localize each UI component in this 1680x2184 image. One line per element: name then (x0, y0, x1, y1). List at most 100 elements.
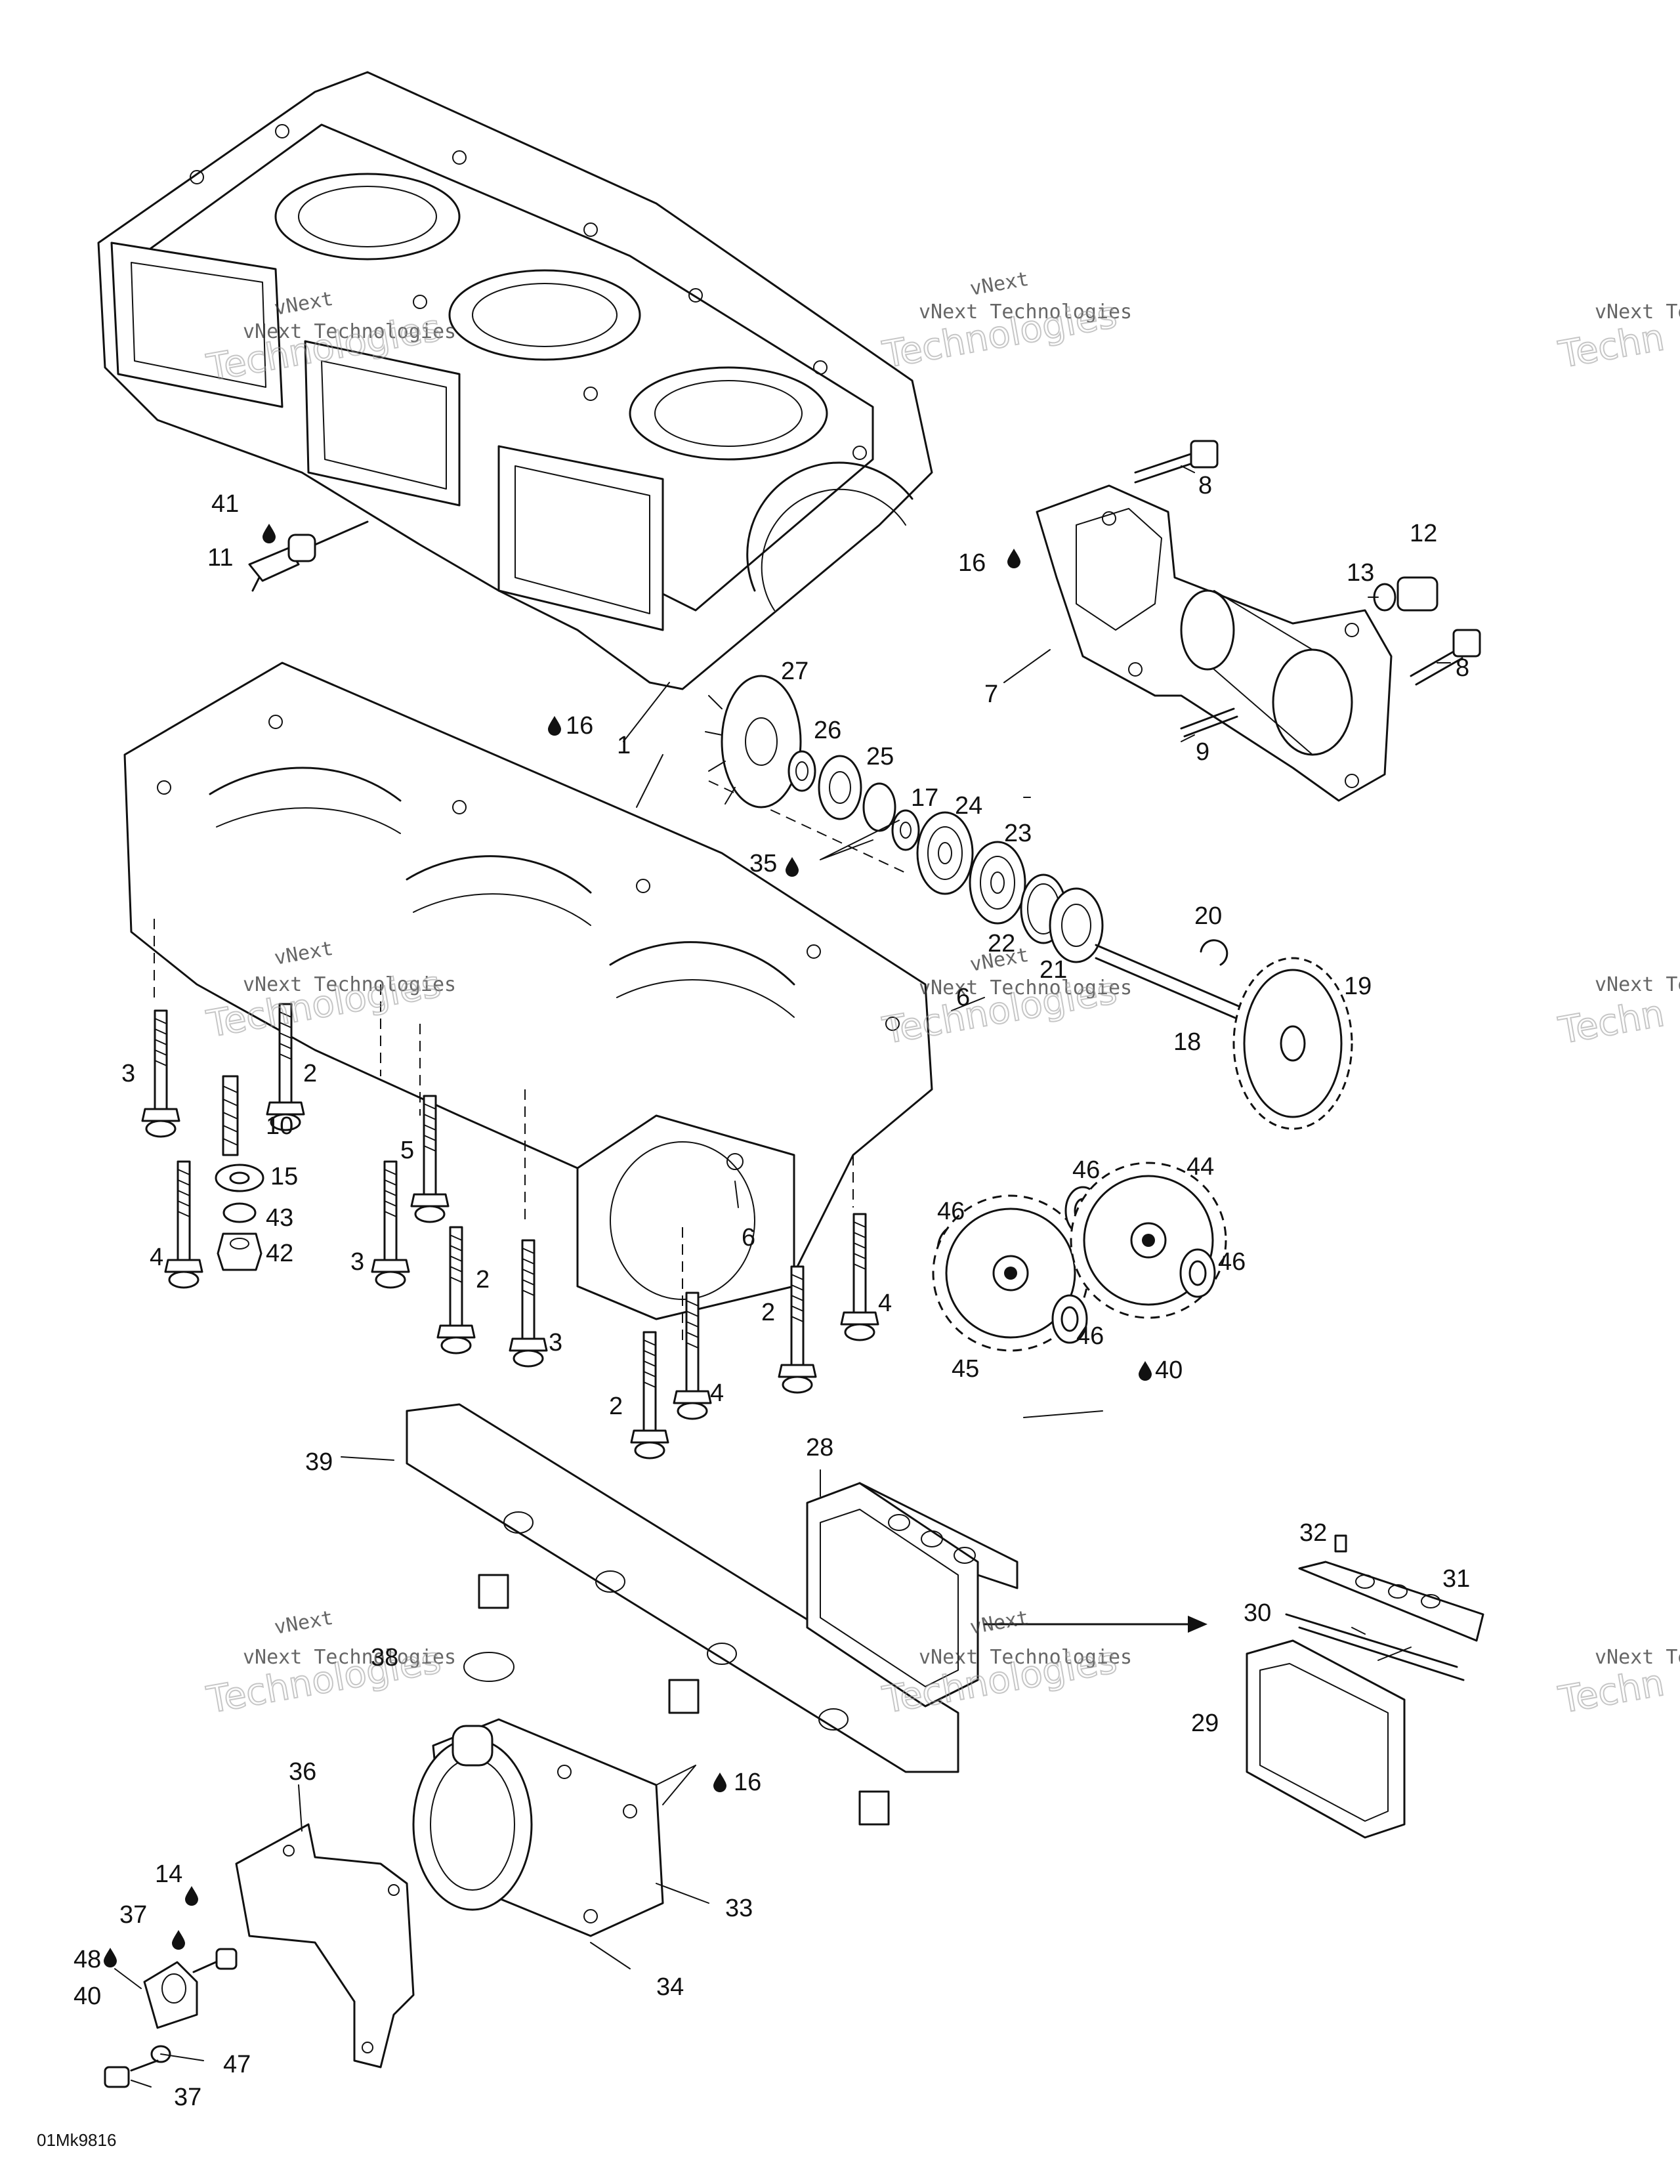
callout-8: 8 (1198, 472, 1212, 499)
callout-20: 20 (1194, 902, 1222, 930)
callout-25: 25 (866, 743, 894, 770)
callout-28: 28 (806, 1434, 833, 1461)
callout-33: 33 (725, 1895, 753, 1922)
arrow-right-icon (983, 1616, 1208, 1633)
oil-drop-icon (185, 1886, 198, 1906)
callout-16: 16 (734, 1769, 761, 1796)
callout-3: 3 (121, 1060, 135, 1087)
intake-manifold (406, 1403, 959, 1826)
callout-40: 40 (1155, 1356, 1183, 1384)
callout-21: 21 (1040, 956, 1067, 984)
svg-text:vNext Technologies: vNext Technologies (919, 301, 1132, 324)
callout-38: 38 (371, 1644, 398, 1671)
callout-46: 46 (1076, 1322, 1104, 1350)
callout-46: 46 (1072, 1156, 1100, 1184)
callout-29: 29 (1191, 1710, 1219, 1737)
callout-4: 4 (710, 1379, 724, 1407)
callout-45: 45 (952, 1355, 979, 1383)
callout-43: 43 (266, 1204, 293, 1232)
svg-text:vNext Technologies: vNext Technologies (919, 976, 1132, 999)
callout-15: 15 (270, 1163, 298, 1190)
oil-drop-icon (1139, 1361, 1152, 1381)
reed-valve-exploded (1246, 1534, 1484, 1839)
svg-text:vNext Technologies: vNext Technologies (243, 1646, 456, 1669)
callout-1: 1 (617, 732, 631, 759)
callout-labels: 1 41 11 8 12 13 16 7 8 9 16 27 26 25 17 … (74, 472, 1470, 2111)
callout-36: 36 (289, 1758, 316, 1786)
callout-6: 6 (742, 1224, 755, 1251)
reed-valve-assembly (806, 1482, 1018, 1708)
callout-11: 11 (207, 544, 233, 572)
callout-26: 26 (814, 717, 841, 744)
callout-27: 27 (781, 658, 808, 685)
svg-text:vNext: vNext (968, 268, 1030, 301)
callout-4: 4 (150, 1244, 163, 1271)
callout-8: 8 (1456, 654, 1469, 682)
upper-crankcase (97, 71, 933, 690)
callout-30: 30 (1244, 1599, 1271, 1627)
callout-9: 9 (1196, 738, 1209, 766)
svg-text:vNext Technologies: vNext Technologies (243, 320, 456, 343)
callout-32: 32 (1299, 1519, 1327, 1547)
callout-13: 13 (1347, 559, 1374, 587)
callout-47: 47 (223, 2051, 251, 2078)
oil-drop-icon (786, 857, 799, 877)
callout-42: 42 (266, 1240, 293, 1267)
callout-39: 39 (305, 1448, 333, 1476)
callout-2: 2 (476, 1266, 490, 1293)
oil-drop-icon (713, 1773, 726, 1792)
oil-drop-icon (172, 1930, 185, 1950)
callout-18: 18 (1173, 1028, 1201, 1056)
callout-16: 16 (566, 712, 593, 740)
svg-text:vNext: vNext (272, 1606, 335, 1639)
oil-fitting (248, 520, 369, 592)
oil-drop-icon (104, 1948, 117, 1967)
oil-drop-icon (548, 716, 561, 736)
mounting-bracket (235, 1823, 415, 2068)
callout-35: 35 (749, 850, 777, 877)
svg-text:vNext Technologies: vNext Technologies (919, 1646, 1132, 1669)
callout-40: 40 (74, 1983, 101, 2010)
callout-12: 12 (1410, 520, 1437, 547)
callout-3: 3 (350, 1248, 364, 1276)
callout-14: 14 (155, 1860, 182, 1888)
svg-text:Techn: Techn (1555, 1662, 1668, 1722)
svg-text:vNext Te: vNext Te (1595, 973, 1680, 996)
callout-2: 2 (303, 1060, 317, 1087)
watermark: vNext vNext Technologies Technologies vN… (203, 268, 1680, 1723)
callout-22: 22 (988, 930, 1015, 957)
callout-48: 48 (74, 1946, 101, 1973)
callout-19: 19 (1344, 973, 1372, 1000)
callout-31: 31 (1442, 1565, 1470, 1593)
callout-2: 2 (761, 1299, 775, 1326)
callout-37: 37 (119, 1901, 147, 1929)
callout-7: 7 (984, 681, 998, 708)
callout-37: 37 (174, 2084, 201, 2111)
callout-4: 4 (878, 1290, 892, 1317)
callout-44: 44 (1186, 1153, 1214, 1181)
crankcase-bolts (141, 1003, 879, 1460)
svg-text:vNext Te: vNext Te (1595, 301, 1680, 324)
callout-46: 46 (937, 1198, 965, 1225)
callout-34: 34 (656, 1973, 684, 2001)
svg-text:vNext Te: vNext Te (1595, 1646, 1680, 1669)
oil-drop-icon (262, 524, 276, 543)
impeller-shaft-assembly (705, 675, 1353, 1130)
callout-41: 41 (211, 490, 239, 518)
callout-23: 23 (1004, 820, 1032, 847)
lower-crankcase (123, 662, 933, 1320)
oil-drop-icon (1007, 549, 1020, 568)
callout-10: 10 (266, 1112, 293, 1140)
callout-3: 3 (549, 1329, 562, 1356)
svg-text:Techn: Techn (1555, 316, 1668, 377)
leader-lines (114, 465, 1451, 2088)
callout-16: 16 (958, 549, 986, 577)
callout-6: 6 (956, 984, 970, 1011)
callout-17: 17 (911, 784, 938, 812)
svg-text:Techn: Techn (1555, 992, 1668, 1053)
carburetor-adapter (412, 1652, 664, 1937)
housing-bolts (1134, 440, 1481, 738)
callout-46: 46 (1218, 1248, 1246, 1276)
pump-housing (1036, 484, 1393, 802)
